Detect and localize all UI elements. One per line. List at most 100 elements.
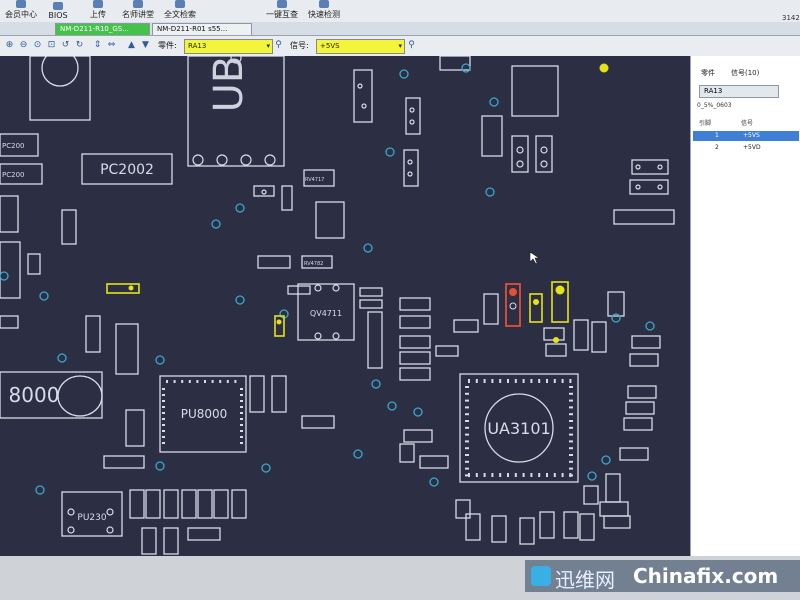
r-outline-51 xyxy=(287,285,311,295)
pin xyxy=(569,399,573,402)
tab-signal[interactable]: 信号(10) xyxy=(731,69,760,77)
r-outline-4 xyxy=(403,149,419,187)
r-outline-39 xyxy=(271,375,287,413)
pc2003-outline xyxy=(0,163,43,185)
check-icon xyxy=(277,0,287,8)
pin xyxy=(569,413,573,416)
r-outline-5 xyxy=(439,56,471,71)
locate-signal-icon[interactable]: ⚲ xyxy=(408,40,415,50)
connector-outline xyxy=(29,56,91,121)
properties-panel: 零件 信号(10) RA13 0_5%_0603 引脚 信号 1+5VS 2+5… xyxy=(690,56,800,556)
board-drawing: PC2002 QV4711 PU8000 UA3101 8000 PU230 U… xyxy=(0,56,675,555)
bios-icon xyxy=(53,2,63,10)
ra-outline-3 xyxy=(399,335,431,349)
menu-fulltext-search[interactable]: 全文检索 xyxy=(160,0,200,20)
pin xyxy=(240,424,243,426)
pin xyxy=(465,392,469,395)
up-arrow-icon[interactable]: ▲ xyxy=(128,40,135,50)
pin xyxy=(162,394,165,396)
pin xyxy=(465,447,469,450)
locate-part-icon[interactable]: ⚲ xyxy=(275,40,282,50)
r-outline-37 xyxy=(163,527,179,555)
pin xyxy=(162,418,165,420)
pin xyxy=(219,380,222,383)
pin xyxy=(162,430,165,432)
tab-board-1[interactable]: NM-D211-R10_GS... xyxy=(55,23,150,35)
r-outline-6 xyxy=(481,115,503,157)
signal-search-input[interactable]: +5VS▾ xyxy=(316,39,405,54)
pin xyxy=(569,460,573,463)
ub-label: UB xyxy=(206,56,252,112)
rv4717-label: RV4717 xyxy=(305,177,324,183)
zoom-out-icon[interactable]: ⊖ xyxy=(19,40,28,50)
pin xyxy=(465,413,469,416)
down-arrow-icon[interactable]: ▼ xyxy=(142,40,149,50)
signal-header: 信号 xyxy=(741,120,754,127)
chevron-down-icon[interactable]: ▾ xyxy=(398,42,402,50)
r-outline-43 xyxy=(419,455,449,469)
zoom-fit-icon[interactable]: ⊙ xyxy=(33,40,42,50)
selected-part-field[interactable]: RA13 xyxy=(699,85,779,98)
pin xyxy=(569,433,573,436)
menu-one-click-check[interactable]: 一键互查 xyxy=(262,0,302,20)
watermark-en: Chinafix.com xyxy=(633,564,779,588)
pin xyxy=(162,442,165,444)
r-outline-8 xyxy=(535,135,553,173)
pin xyxy=(196,380,199,383)
r-outline-44 xyxy=(0,315,19,329)
tab-board-2[interactable]: NM-D211-R01 s55... xyxy=(152,23,252,35)
rotate-right-icon[interactable]: ↻ xyxy=(75,40,84,50)
pc8000-outline xyxy=(103,455,145,469)
board-canvas[interactable]: PC2002 QV4711 PU8000 UA3101 8000 PU230 U… xyxy=(0,56,690,556)
zoom-in-icon[interactable]: ⊕ xyxy=(5,40,14,50)
pu8000-label: PU8000 xyxy=(181,407,228,421)
r-outline-49 xyxy=(359,287,383,297)
vias xyxy=(0,63,655,495)
pin-row[interactable]: 2+5VD xyxy=(715,144,761,151)
r-outline-15 xyxy=(591,321,607,353)
pin xyxy=(561,379,564,383)
pin xyxy=(569,392,573,395)
pin xyxy=(240,394,243,396)
pin xyxy=(240,436,243,438)
pr8000-outline xyxy=(115,323,139,375)
pin xyxy=(181,380,184,383)
document-tabs: NM-D211-R10_GS... NM-D211-R01 s55... xyxy=(0,22,800,36)
pu230-label: PU230 xyxy=(77,513,106,523)
mirror-icon[interactable]: ⇔ xyxy=(107,40,116,50)
watermark-cn: 迅维网 xyxy=(555,568,615,592)
rv4717-outline xyxy=(303,169,335,187)
ra-outline-11 xyxy=(619,447,649,461)
pin xyxy=(514,473,517,477)
rotate-left-icon[interactable]: ↺ xyxy=(61,40,70,50)
flip-vertical-icon[interactable]: ⇕ xyxy=(93,40,102,50)
pin xyxy=(465,426,469,429)
pin xyxy=(162,412,165,414)
pin xyxy=(162,424,165,426)
menu-upload[interactable]: 上传 xyxy=(86,0,110,20)
pin-row[interactable]: 1+5VS xyxy=(693,131,799,141)
da1-outline xyxy=(367,311,383,369)
menu-masters-lecture[interactable]: 名师讲堂 xyxy=(118,0,158,20)
r-outline-30 xyxy=(181,489,197,519)
pin xyxy=(465,420,469,422)
menu-bios[interactable]: BIOS xyxy=(44,0,72,20)
pin xyxy=(561,473,564,477)
part-search-input[interactable]: RA13▾ xyxy=(184,39,273,54)
ua3101-outline xyxy=(459,373,579,483)
menu-quick-detect[interactable]: 快速检测 xyxy=(304,0,344,20)
pin xyxy=(569,474,573,477)
pin xyxy=(522,379,525,383)
menu-member-center[interactable]: 会员中心 xyxy=(4,0,38,20)
chevron-down-icon[interactable]: ▾ xyxy=(266,42,270,50)
pin xyxy=(465,399,469,402)
tab-part[interactable]: 零件 xyxy=(701,69,715,77)
edge-value: 3142 xyxy=(782,14,800,22)
pc2003-label: PC200 xyxy=(2,171,24,179)
r-outline-36 xyxy=(141,527,157,555)
zoom-area-icon[interactable]: ⊡ xyxy=(47,40,56,50)
ra-outline-10 xyxy=(623,417,653,431)
pin xyxy=(204,380,206,383)
pin xyxy=(507,379,509,383)
pin xyxy=(240,412,243,414)
